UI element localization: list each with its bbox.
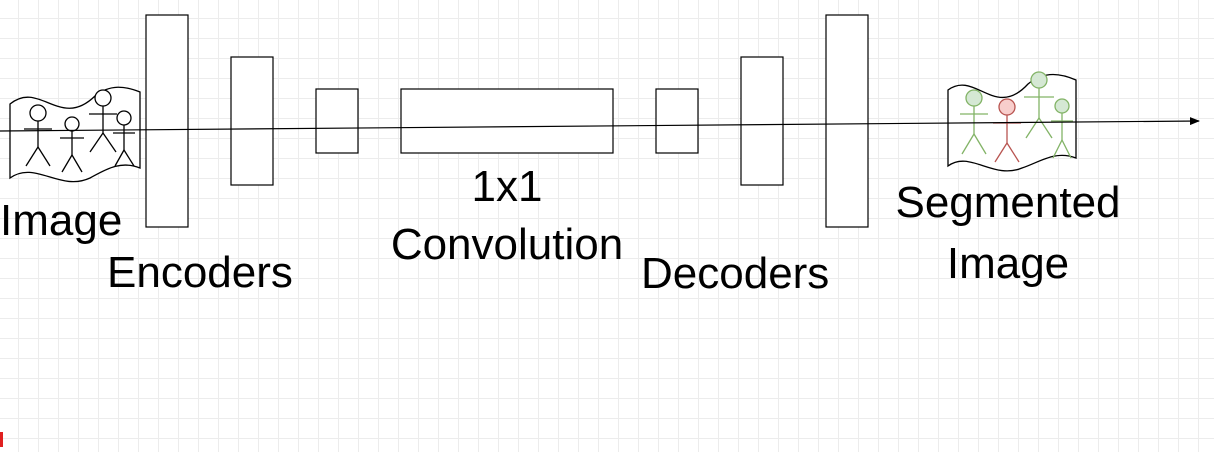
input-image-thumbnail (9, 86, 141, 183)
encoder-block-1 (145, 14, 189, 228)
decoder-block-1 (655, 88, 699, 154)
encoder-block-3 (315, 88, 359, 154)
input-image-label: Image (0, 196, 123, 245)
segmented-image-thumbnail (947, 71, 1077, 172)
convolution-label-line2: Convolution (390, 220, 624, 269)
convolution-block (400, 88, 614, 154)
flow-arrow (0, 117, 1200, 132)
edge-marker (0, 432, 3, 447)
encoders-label: Encoders (107, 248, 293, 297)
segmented-image-label-line2: Image (946, 239, 1070, 288)
encoder-block-2 (230, 56, 274, 186)
decoders-label: Decoders (641, 249, 830, 298)
decoder-block-3 (825, 14, 869, 228)
convolution-label-line1: 1x1 (471, 162, 543, 211)
decoder-block-2 (740, 56, 784, 186)
segmented-image-label-line1: Segmented (895, 178, 1121, 227)
